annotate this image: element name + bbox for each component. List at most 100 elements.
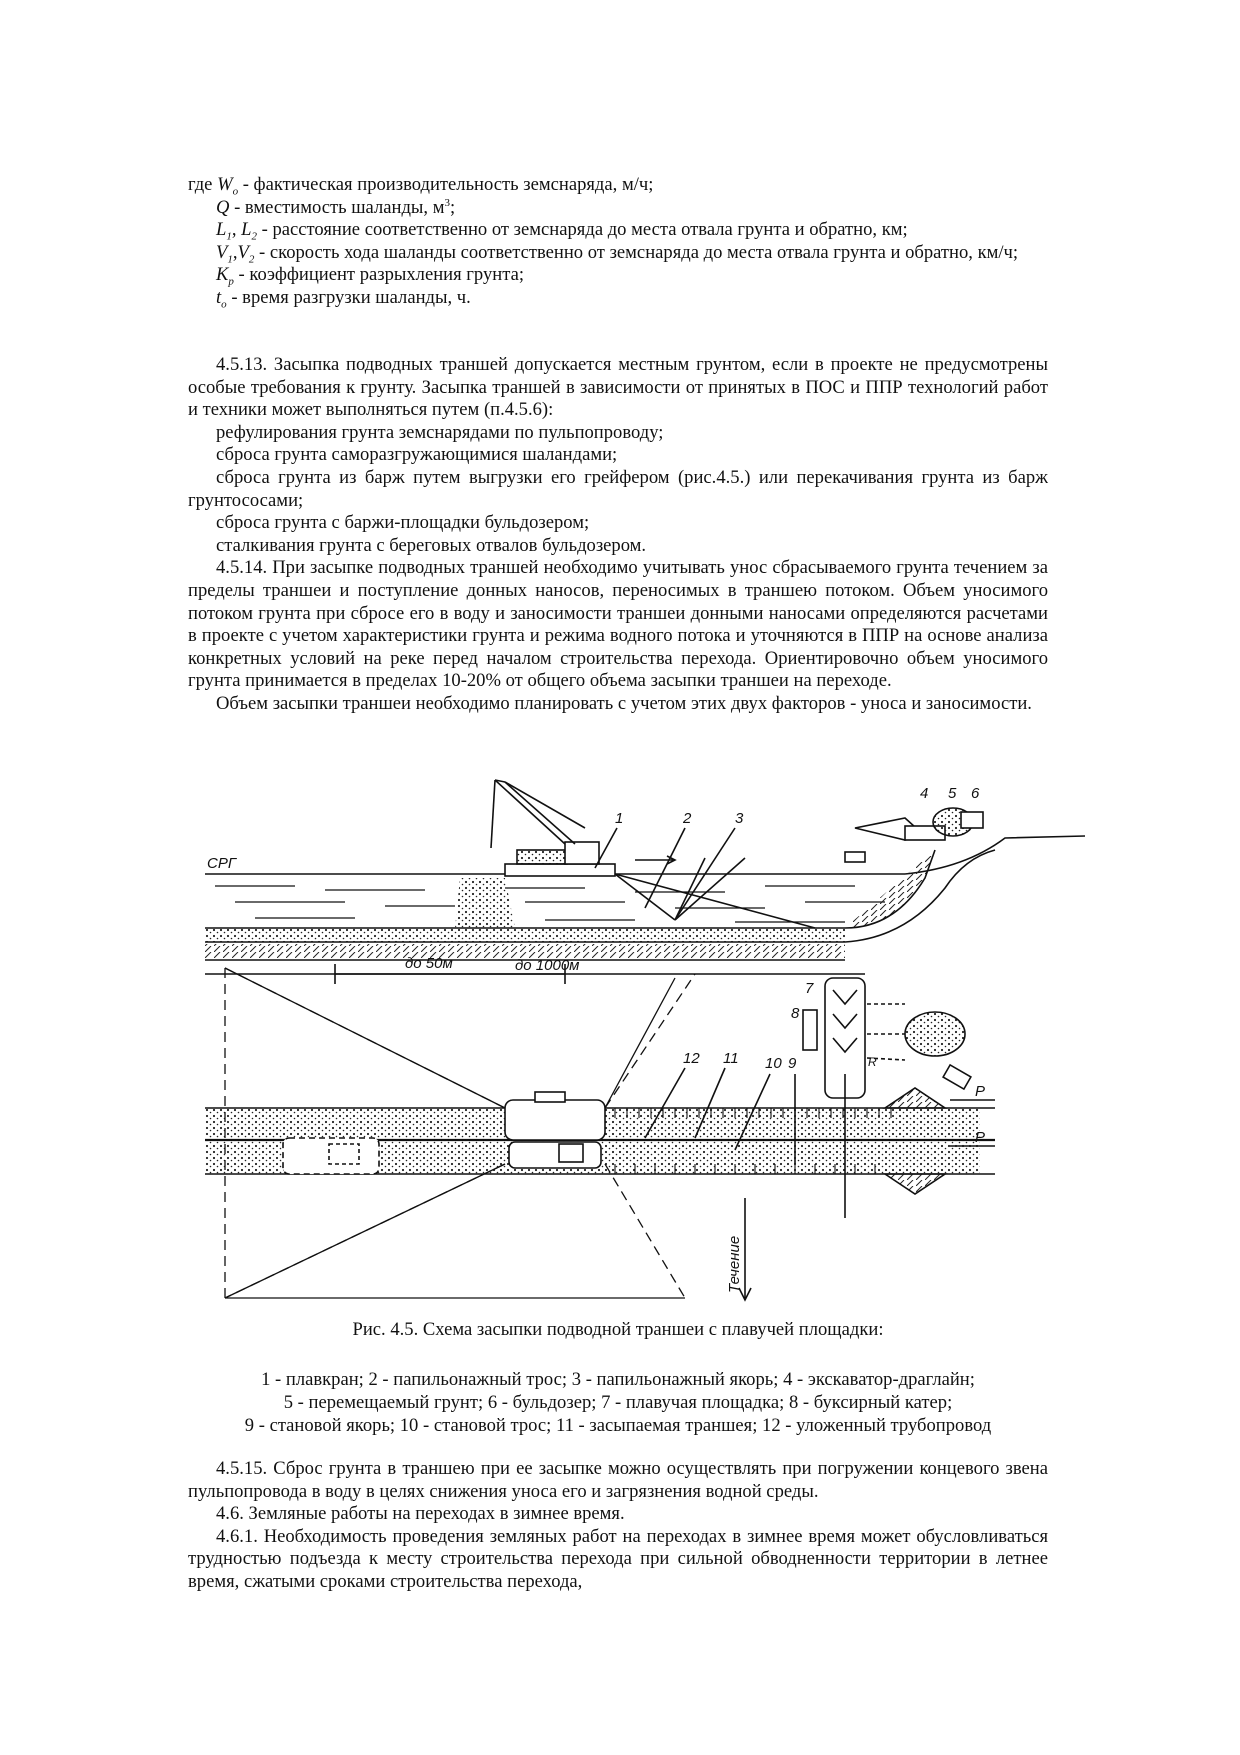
symbol-l2-sub: 2 <box>251 230 257 243</box>
symbol-v1: V <box>216 241 228 263</box>
leader-11 <box>694 1067 726 1139</box>
symbol-wo: W <box>217 174 233 195</box>
label-current: Течение <box>726 1236 743 1293</box>
caption-line: 5 - перемещаемый грунт; 6 - бульдозер; 7… <box>283 1392 953 1413</box>
label-do-50m: до 50м <box>405 955 453 972</box>
bank-hatch <box>844 849 936 929</box>
paragraph-4-6-1: 4.6.1. Необходимость проведения земляных… <box>188 1525 1048 1592</box>
leader-2 <box>644 827 686 909</box>
legend-l-sep: , <box>231 219 242 241</box>
crane-soil-pile <box>516 849 568 865</box>
list-item: сброса грунта из барж путем выгрузки его… <box>188 466 1048 511</box>
bank-slope <box>844 849 996 943</box>
label-r: R <box>868 1055 877 1069</box>
paragraph-4513-intro: 4.5.13. Засыпка подводных траншей допуск… <box>188 354 1048 421</box>
legend-to: to - время разгрузки шаланды, ч. <box>188 287 1048 310</box>
legend-to-desc: - время разгрузки шаланды, ч. <box>226 286 471 308</box>
legend-q-end: ; <box>449 196 456 218</box>
seabed-sand <box>205 928 845 942</box>
caption-line: 9 - становой якорь; 10 - становой трос; … <box>244 1415 992 1436</box>
symbol-kp: K <box>216 264 229 286</box>
legend-wo-desc: - фактическая производительность земснар… <box>238 174 654 195</box>
symbol-wo-sub: o <box>232 185 239 198</box>
figure-backfill-scheme: 1 2 3 4 5 6 7 8 9 10 11 12 СРГ до 1000м … <box>189 778 1105 1304</box>
label-p-lower: Р <box>975 1129 985 1146</box>
soil-heap <box>904 1011 966 1057</box>
bank-triangle <box>882 1173 948 1195</box>
paragraph-4515: 4.5.15. Сброс грунта в траншею при ее за… <box>188 1458 1048 1502</box>
soil-barge-plan <box>508 1141 602 1169</box>
symbol-l2: L <box>241 219 252 241</box>
figure-legend: 1 - плавкран; 2 - папильонажный трос; 3 … <box>188 1368 1048 1437</box>
symbol-v2: V <box>237 241 249 263</box>
label-9: 9 <box>788 1055 797 1072</box>
bulldozer-plan <box>942 1063 972 1091</box>
label-3: 3 <box>735 810 744 827</box>
leader-12 <box>644 1067 686 1139</box>
label-6: 6 <box>971 785 980 802</box>
section-4-5-13: 4.5.13. Засыпка подводных траншей допуск… <box>188 354 1048 716</box>
label-7: 7 <box>805 980 814 997</box>
symbol-l1: L <box>216 219 227 241</box>
crane-boom <box>494 779 566 845</box>
barge-moving <box>282 1137 380 1175</box>
formula-legend: где Wo - фактическая производительность … <box>188 174 1048 310</box>
label-srg: СРГ <box>207 855 238 872</box>
label-2: 2 <box>682 810 692 827</box>
symbol-v2-sub: 2 <box>248 253 255 266</box>
label-4: 4 <box>920 785 928 802</box>
seabed-hatch <box>205 944 845 958</box>
label-do-1000m: до 1000м <box>515 957 579 974</box>
label-11: 11 <box>723 1050 739 1067</box>
bank-triangle <box>882 1087 948 1109</box>
label-5: 5 <box>948 785 957 802</box>
leader-3 <box>674 827 736 921</box>
leader-1 <box>594 827 618 869</box>
label-12: 12 <box>683 1050 700 1067</box>
symbol-to: t <box>216 286 222 308</box>
caption-line: 1 - плавкран; 2 - папильонажный трос; 3 … <box>261 1369 975 1390</box>
trench-ticks <box>614 1108 892 1174</box>
plan-view <box>190 827 995 1302</box>
legend-v-desc: - скорость хода шаланды соответственно о… <box>254 241 1019 263</box>
mooring-line <box>614 873 676 921</box>
symbol-v1-sub: 1 <box>227 253 233 266</box>
paragraph-4514: 4.5.14. При засыпке подводных траншей не… <box>188 557 1048 692</box>
symbol-l1-sub: 1 <box>226 230 232 243</box>
label-10: 10 <box>765 1055 782 1072</box>
label-p-upper: Р <box>975 1083 985 1100</box>
bulldozer <box>960 811 984 829</box>
legend-l-desc: - расстояние соответственно от земснаряд… <box>256 219 908 241</box>
crane-barge-plan <box>504 1099 606 1141</box>
platform-cables <box>866 1003 906 1061</box>
legend-kp: Kр - коэффициент разрыхления грунта; <box>188 264 1048 287</box>
legend-v-sep: , <box>232 241 238 263</box>
falling-soil <box>455 878 515 928</box>
figure-caption: Рис. 4.5. Схема засыпки подводной транше… <box>188 1318 1048 1341</box>
label-8: 8 <box>791 1005 800 1022</box>
legend-v: V1,V2 - скорость хода шаланды соответств… <box>188 242 1048 265</box>
legend-q-sup: 3 <box>444 196 450 209</box>
tug-boat <box>844 851 866 863</box>
symbol-to-sub: o <box>221 298 227 311</box>
legend-q: Q - вместимость шаланды, м3; <box>188 197 1048 220</box>
symbol-kp-sub: р <box>228 276 234 289</box>
leader-10 <box>734 1073 771 1151</box>
list-item: рефулирования грунта земснарядами по пул… <box>216 421 664 443</box>
legend-kp-desc: - коэффициент разрыхления грунта; <box>233 264 525 286</box>
tug-boat-plan <box>802 1009 818 1051</box>
legend-q-desc: - вместимость шаланды, м <box>229 196 445 218</box>
label-1: 1 <box>615 810 623 827</box>
symbol-q: Q <box>216 196 230 218</box>
list-item: сброса грунта с баржи-площадки бульдозер… <box>216 512 590 534</box>
list-item: сброса грунта саморазгружающимися шаланд… <box>216 444 618 466</box>
legend-l: L1, L2 - расстояние соответственно от зе… <box>188 219 1048 242</box>
legend-wo: где Wo - фактическая производительность … <box>188 174 1048 197</box>
heading-4-6: 4.6. Земляные работы на переходах в зимн… <box>216 1503 625 1525</box>
crane-cab <box>564 841 600 865</box>
platform-marks <box>832 989 858 1054</box>
list-item: сталкивания грунта с береговых отвалов б… <box>216 534 647 556</box>
section-view <box>189 779 1086 975</box>
legend-wo-prefix: где <box>188 174 218 195</box>
